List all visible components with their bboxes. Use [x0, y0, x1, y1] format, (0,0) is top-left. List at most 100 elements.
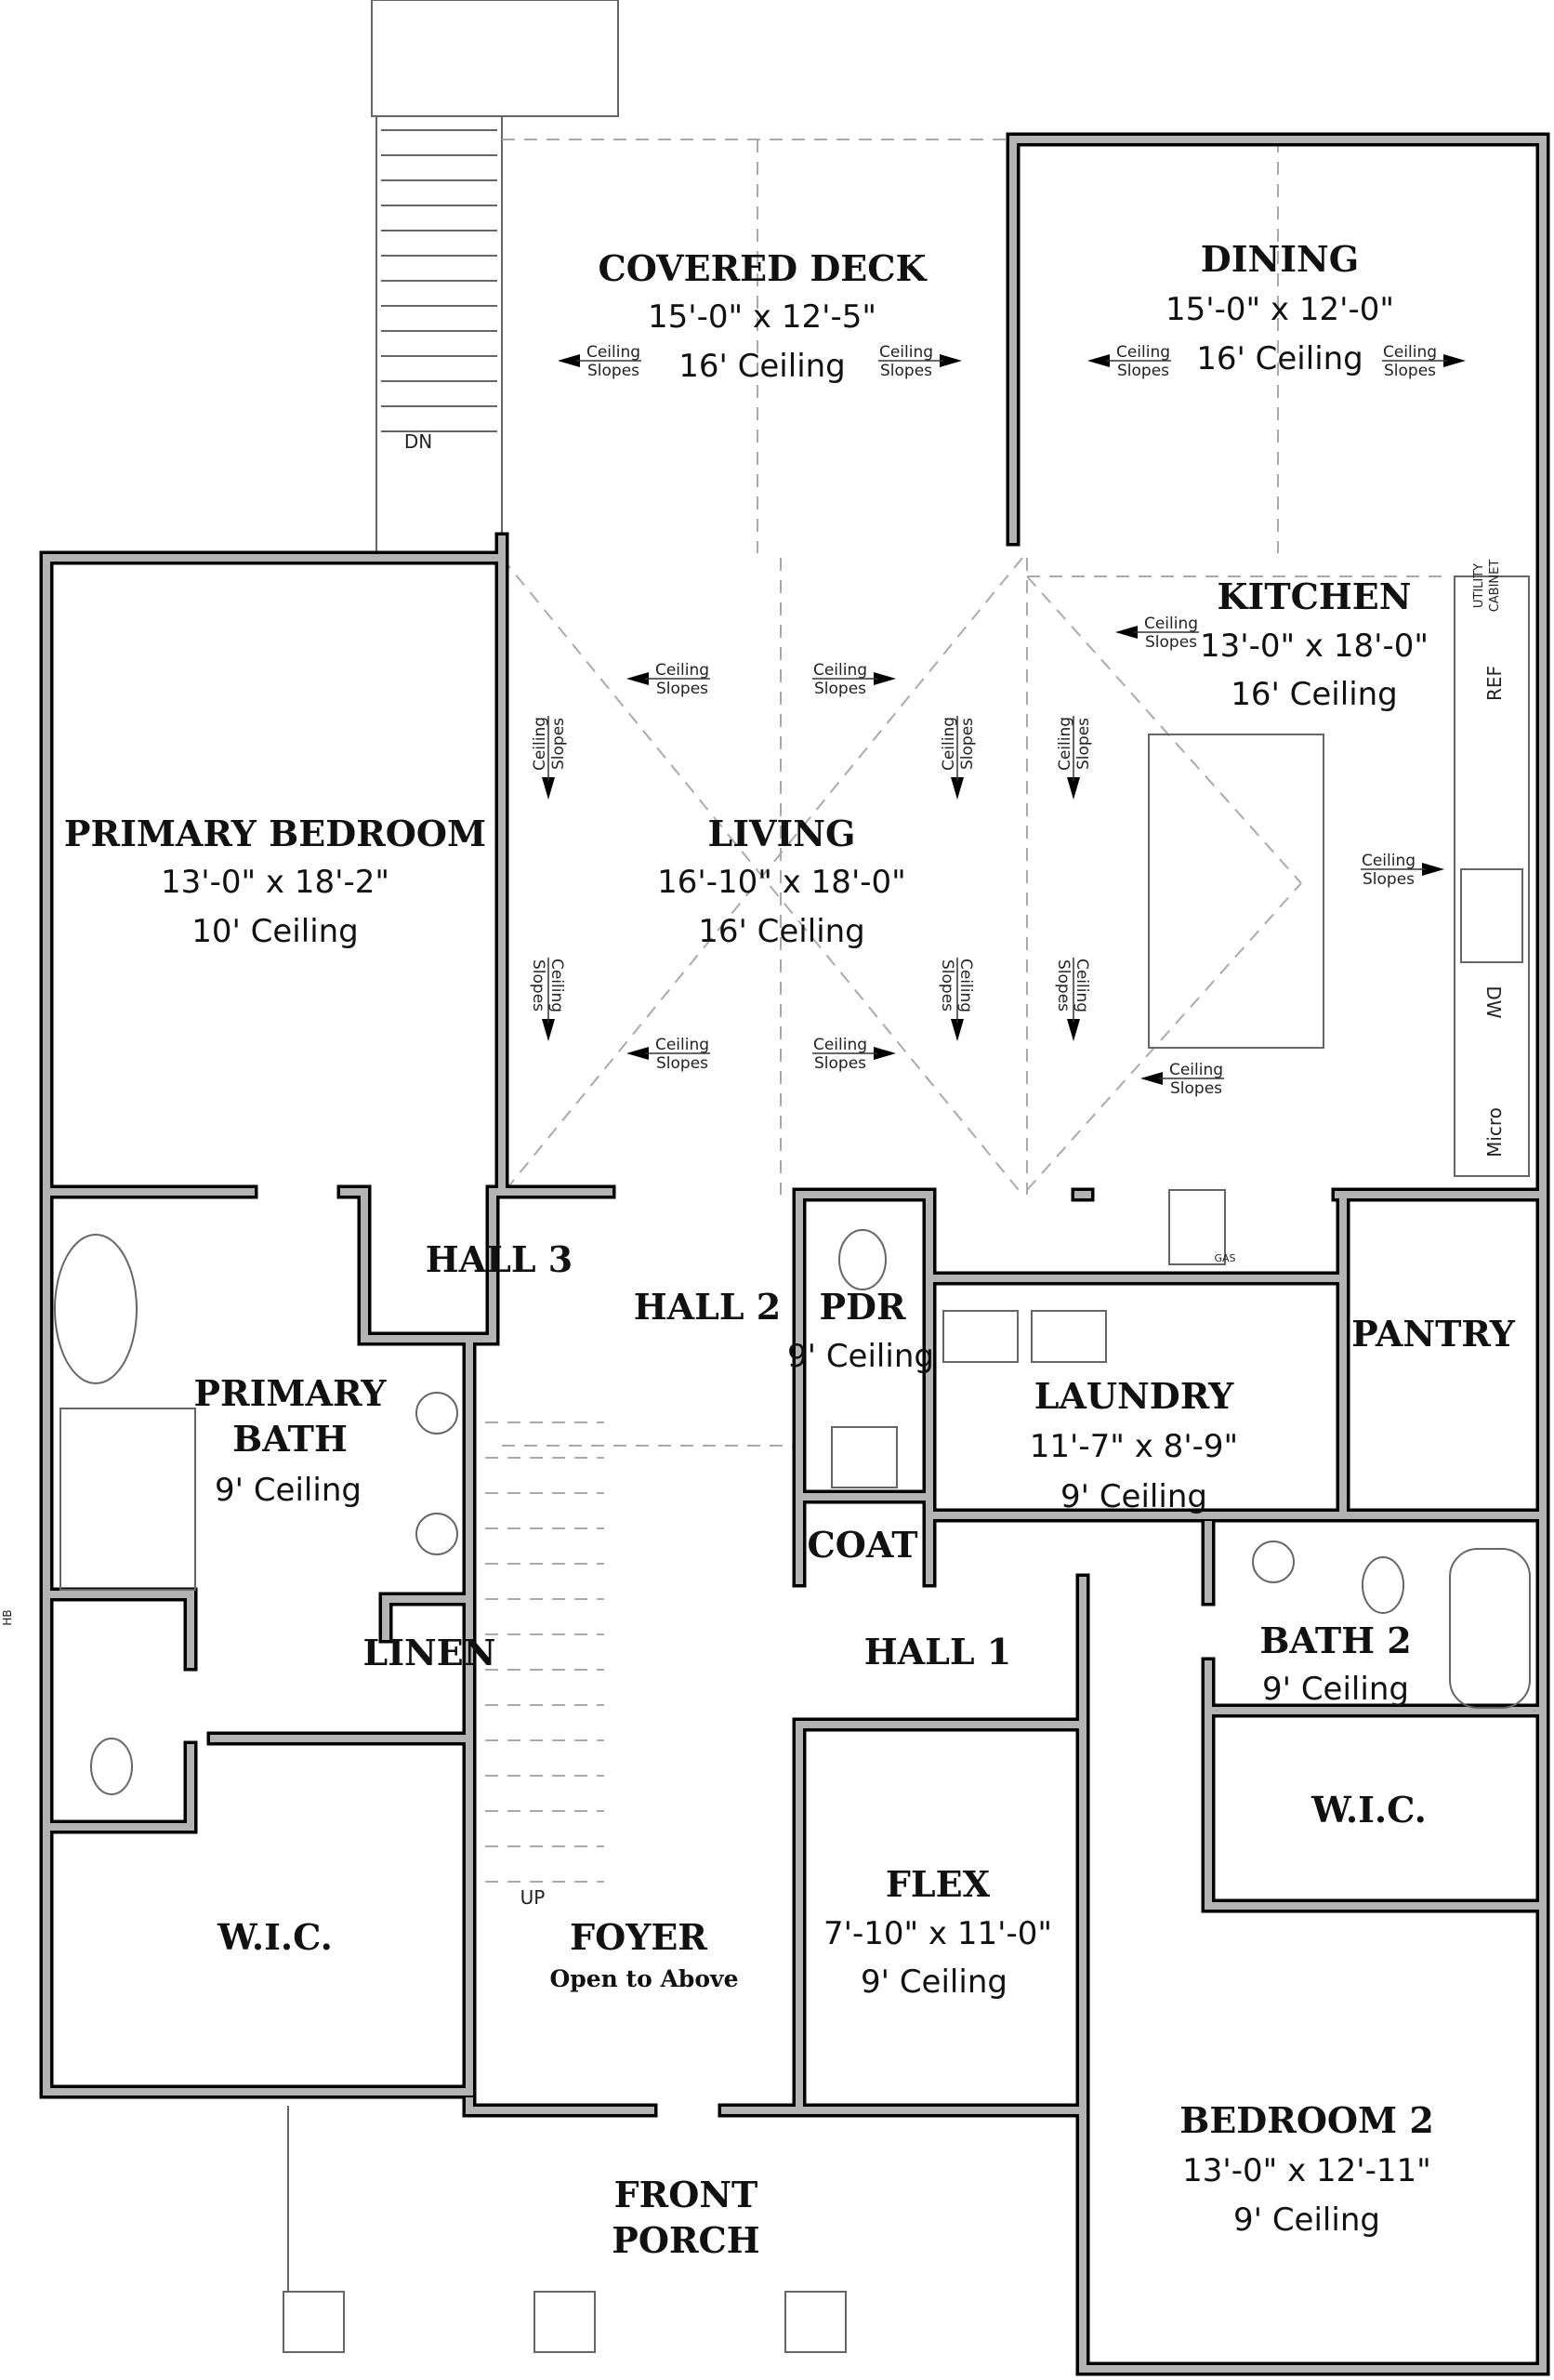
ceiling-slopes-text: Slopes	[549, 718, 568, 770]
ceiling-slopes-text: Ceiling	[956, 959, 975, 1012]
arrow-icon	[1067, 1019, 1080, 1041]
dw-label: DW	[1482, 985, 1505, 1018]
ceiling-slopes-text: Ceiling	[1362, 852, 1416, 870]
ceiling-slopes-text: Slopes	[529, 959, 547, 1012]
porch-column	[784, 2291, 847, 2353]
wic-primary-label: W.I.C.	[217, 1916, 333, 1958]
ceiling-slopes-text: Ceiling	[1073, 959, 1091, 1012]
arrow-icon	[542, 1019, 555, 1041]
stair-up-label: UP	[520, 1886, 546, 1909]
bedroom2-ceiling: 9' Ceiling	[1233, 2202, 1380, 2239]
ceiling-slopes-text: Slopes	[1384, 362, 1436, 380]
arrow-icon	[951, 1019, 964, 1041]
arrow-icon	[1443, 354, 1466, 367]
ceiling-slopes-text: Ceiling	[655, 661, 709, 680]
flex-label: FLEX	[886, 1863, 991, 1905]
kitchen-dims: 13'-0" x 18'-0"	[1200, 628, 1429, 665]
living-ceiling: 16' Ceiling	[698, 913, 865, 950]
primary-shower	[59, 1408, 196, 1591]
covered-deck-label: COVERED DECK	[598, 247, 928, 289]
deck-stairs	[371, 0, 619, 554]
pdr-ceiling: 9' Ceiling	[787, 1338, 934, 1375]
arrow-icon	[1087, 354, 1110, 367]
arrow-icon	[1422, 863, 1444, 876]
ceiling-slopes-text: Slopes	[1117, 362, 1169, 380]
flex-ceiling: 9' Ceiling	[861, 1964, 1007, 2001]
front-porch-label-2: PORCH	[612, 2219, 759, 2261]
ceiling-slopes-text: Ceiling	[940, 717, 958, 771]
wall	[39, 1740, 198, 1834]
primary-bath-label-2: BATH	[232, 1418, 348, 1460]
wic-bedroom2-label: W.I.C.	[1310, 1789, 1427, 1831]
kitchen-sink	[1460, 868, 1523, 963]
arrow-icon	[874, 672, 896, 685]
arrow-icon	[940, 354, 962, 367]
dining-ceiling: 16' Ceiling	[1196, 340, 1363, 377]
utility-cabinet-label-1: UTILITY	[1472, 563, 1486, 608]
wall	[43, 554, 473, 2096]
hall1-label: HALL 1	[864, 1631, 1012, 1673]
ceiling-slopes-text: Slopes	[1074, 718, 1093, 770]
ceiling-slopes-text: Slopes	[1054, 959, 1073, 1012]
ceiling-slopes-text: Slopes	[1363, 870, 1415, 889]
ceiling-slopes-text: Slopes	[880, 362, 932, 380]
bath2-label: BATH 2	[1259, 1620, 1411, 1661]
gas-label: GAS	[1214, 1252, 1235, 1264]
vanity-sink-1	[415, 1392, 458, 1435]
ceiling-slopes-text: Slopes	[814, 1054, 866, 1073]
ceiling-slopes-text: Ceiling	[655, 1036, 709, 1054]
ceiling-slopes-text: Ceiling	[586, 343, 640, 362]
ceiling-slopes-text: Slopes	[587, 362, 639, 380]
kitchen-counter	[1454, 575, 1530, 1177]
wall	[466, 2097, 654, 2114]
primary-bath-label-1: PRIMARY	[193, 1372, 387, 1414]
pdr-toilet	[838, 1229, 887, 1290]
ceiling-slopes-text: Ceiling	[813, 1036, 867, 1054]
laundry-label: LAUNDRY	[1034, 1375, 1234, 1417]
primary-bedroom-ceiling: 10' Ceiling	[191, 913, 359, 950]
ceiling-slopes-text: Ceiling	[547, 959, 566, 1012]
wall	[43, 1591, 194, 1668]
laundry-ceiling: 9' Ceiling	[1060, 1478, 1207, 1515]
linen-label: LINEN	[363, 1632, 496, 1673]
ceiling-slopes-text: Slopes	[1170, 1079, 1222, 1098]
ceiling-slopes-text: Ceiling	[531, 717, 549, 771]
fixture-labels: UTILITY CABINET REF DW Micro GAS DN UP H…	[1, 430, 1506, 1909]
ceiling-slope-annotations: CeilingSlopesCeilingSlopesCeilingSlopesC…	[529, 343, 1466, 1098]
living-dims: 16'-10" x 18'-0"	[657, 864, 906, 901]
flex-dims: 7'-10" x 11'-0"	[823, 1915, 1052, 1952]
wall	[1009, 136, 1547, 2373]
arrow-icon	[1140, 1072, 1163, 1085]
foyer-stairs	[485, 1421, 604, 1883]
foyer-note: Open to Above	[550, 1965, 739, 1992]
primary-toilet	[90, 1738, 133, 1795]
pdr-label: PDR	[819, 1286, 906, 1328]
bath2-ceiling: 9' Ceiling	[1262, 1671, 1409, 1708]
arrow-icon	[626, 672, 649, 685]
ceiling-slopes-text: Ceiling	[1169, 1061, 1223, 1079]
arrow-icon	[874, 1047, 896, 1060]
ceiling-slopes-text: Slopes	[958, 718, 977, 770]
ceiling-slopes-text: Ceiling	[1116, 343, 1170, 362]
wall	[340, 1188, 612, 1342]
coat-label: COAT	[807, 1524, 917, 1566]
fixtures	[54, 575, 1531, 2353]
primary-tub	[54, 1234, 138, 1384]
kitchen-ceiling: 16' Ceiling	[1231, 676, 1398, 713]
foyer-label: FOYER	[570, 1916, 707, 1958]
living-label: LIVING	[708, 813, 856, 854]
